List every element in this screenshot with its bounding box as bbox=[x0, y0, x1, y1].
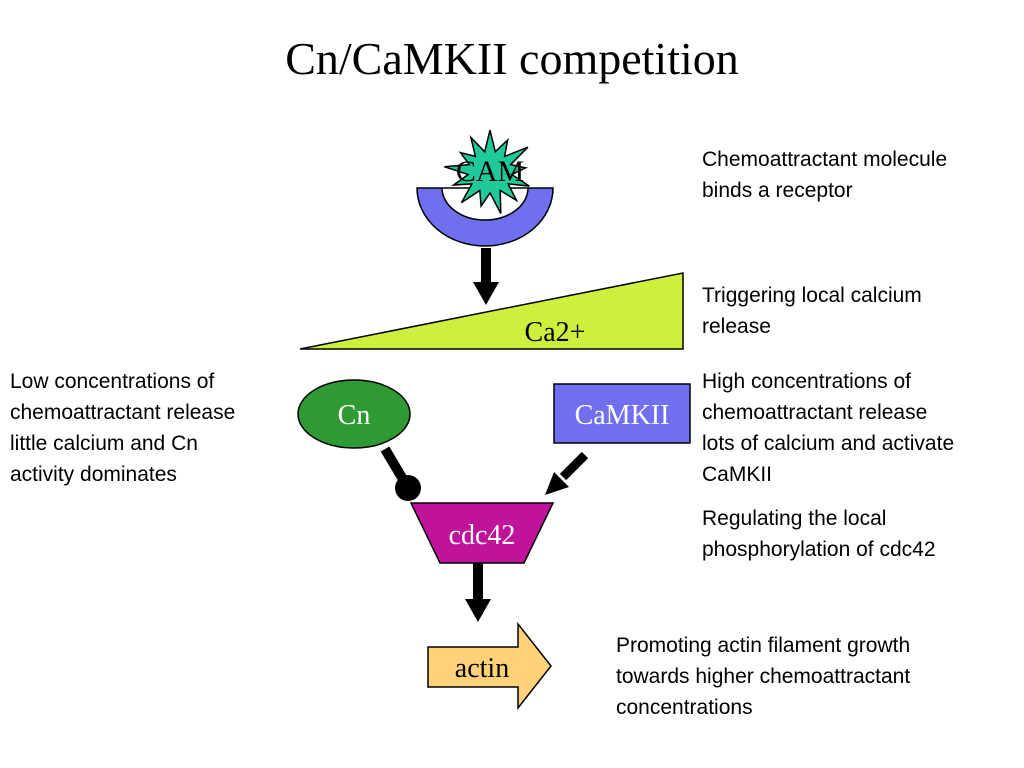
note-high-line: lots of calcium and activate bbox=[702, 432, 955, 455]
note-receptor-line: Chemoattractant molecule bbox=[702, 148, 948, 171]
note-actin: Promoting actin filament growth towards … bbox=[616, 630, 910, 723]
cn-inhibition-ball bbox=[395, 475, 421, 501]
note-receptor: Chemoattractant molecule binds a recepto… bbox=[702, 144, 947, 206]
cn-node bbox=[297, 379, 411, 449]
note-cdc42: Regulating the local phosphorylation of … bbox=[702, 503, 936, 565]
camkii-activation-head bbox=[545, 472, 569, 495]
arrow-receptor-to-calcium-shaft bbox=[481, 248, 491, 284]
cn-label: Cn bbox=[338, 400, 371, 431]
note-calcium: Triggering local calcium release bbox=[702, 280, 922, 342]
cdc42-node bbox=[409, 502, 555, 564]
camkii-node bbox=[553, 383, 691, 444]
cn-inhibition-line bbox=[380, 446, 409, 484]
note-high-line: chemoattractant release bbox=[702, 401, 928, 424]
note-actin-line: Promoting actin filament growth bbox=[616, 634, 911, 657]
cam-starburst bbox=[444, 130, 530, 214]
note-low-line: chemoattractant release bbox=[10, 401, 236, 424]
note-calcium-line: Triggering local calcium bbox=[702, 284, 922, 307]
slide-title: Cn/CaMKII competition bbox=[285, 33, 739, 84]
calcium-label: Ca2+ bbox=[525, 317, 586, 348]
note-high-line: CaMKII bbox=[702, 463, 773, 486]
note-high-line: High concentrations of bbox=[702, 370, 911, 393]
cdc42-label: cdc42 bbox=[449, 520, 516, 551]
note-calcium-line: release bbox=[702, 315, 771, 338]
note-receptor-line: binds a receptor bbox=[702, 179, 853, 202]
actin-label: actin bbox=[455, 653, 509, 684]
note-low-concentration: Low concentrations of chemoattractant re… bbox=[10, 366, 235, 490]
arrow-cdc42-to-actin-head bbox=[465, 599, 491, 622]
note-cdc42-line: Regulating the local bbox=[702, 507, 887, 530]
camkii-activation-shaft bbox=[559, 451, 589, 481]
camkii-label: CaMKII bbox=[575, 400, 670, 431]
note-actin-line: towards higher chemoattractant bbox=[616, 665, 911, 688]
note-low-line: Low concentrations of bbox=[10, 370, 215, 393]
actin-arrow-node bbox=[427, 621, 552, 711]
note-high-concentration: High concentrations of chemoattractant r… bbox=[702, 366, 954, 490]
arrow-receptor-to-calcium-head bbox=[473, 282, 499, 305]
calcium-gradient-wedge bbox=[299, 272, 684, 350]
note-actin-line: concentrations bbox=[616, 696, 753, 719]
note-low-line: activity dominates bbox=[10, 463, 177, 486]
arrow-cdc42-to-actin-shaft bbox=[473, 563, 483, 601]
note-cdc42-line: phosphorylation of cdc42 bbox=[702, 538, 936, 561]
receptor-shape bbox=[416, 187, 554, 247]
cam-label: CAM bbox=[456, 155, 524, 188]
note-low-line: little calcium and Cn bbox=[10, 432, 198, 455]
